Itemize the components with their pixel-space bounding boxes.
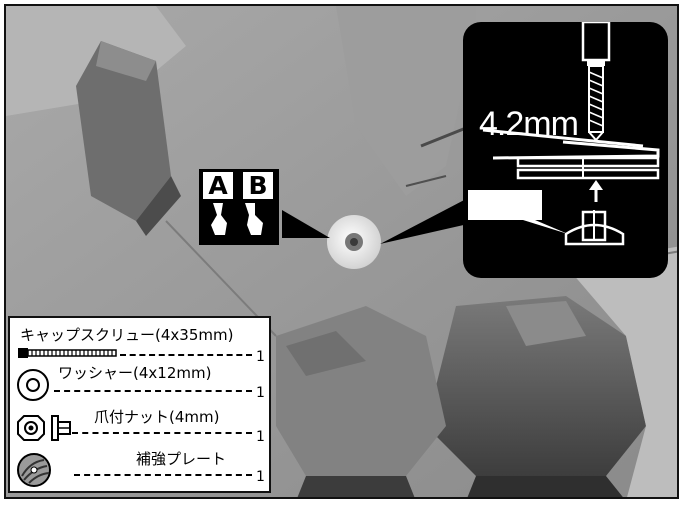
- part-row-plate: 補強プレート 1: [10, 448, 273, 488]
- inset-callout-pointer: [380, 198, 468, 244]
- part-row-washer: ワッシャー(4x12mm) 1: [10, 364, 273, 404]
- drill-detail-inset: 4.2mm: [463, 22, 668, 278]
- part-name: 補強プレート: [136, 450, 227, 468]
- part-row-cap-screw: キャップスクリュー(4x35mm) 1: [10, 324, 273, 364]
- part-qty: 1: [256, 349, 265, 365]
- parts-legend: キャップスクリュー(4x35mm) 1 ワッシャー(4x12mm) 1: [8, 316, 271, 493]
- cap-screw-icon: [18, 348, 117, 358]
- part-dash-leader: [72, 432, 252, 434]
- badge-letter-a: A: [203, 172, 233, 199]
- part-qty: 1: [256, 469, 265, 485]
- part-name: ワッシャー(4x12mm): [58, 364, 212, 382]
- part-dash-leader: [54, 390, 252, 392]
- part-name: キャップスクリュー(4x35mm): [20, 326, 234, 344]
- tee-nut-icon: [17, 415, 71, 441]
- part-name: 爪付ナット(4mm): [94, 408, 220, 426]
- washer-icon: [17, 369, 49, 401]
- drill-diagram: [468, 22, 660, 246]
- part-qty: 1: [256, 385, 265, 401]
- ab-side-badge: A B: [199, 169, 279, 245]
- badge-callout-pointer: [282, 210, 330, 238]
- part-dash-leader: [74, 474, 252, 476]
- part-row-tee-nut: 爪付ナット(4mm) 1: [10, 406, 273, 446]
- drill-diameter-label: 4.2mm: [479, 105, 579, 143]
- reinforcement-plate-icon: [17, 453, 51, 487]
- part-qty: 1: [256, 429, 265, 445]
- badge-letter-b: B: [243, 172, 273, 199]
- part-dash-leader: [120, 354, 252, 356]
